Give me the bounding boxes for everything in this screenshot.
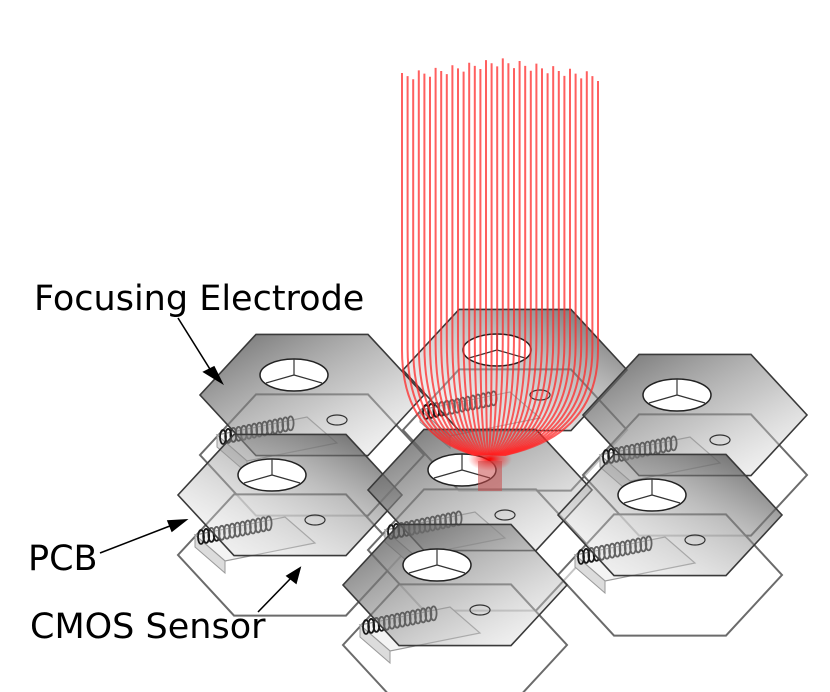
electrode-hex [176,433,404,557]
aperture-spoke [433,469,463,479]
electrode-hex [198,333,426,457]
electron-trajectory [495,63,538,456]
aperture-spoke [651,494,681,504]
electron-trajectory [429,76,480,456]
electron-trajectory [504,81,599,456]
aperture-spoke [271,474,301,484]
electron-beam [401,58,599,491]
focusing-electrode-arrow [177,317,214,375]
electron-trajectory [498,71,560,456]
aperture-spoke [676,394,706,404]
electrode-hole [709,434,731,446]
electron-trajectory [445,74,483,456]
cmos-sensor-label: CMOS Sensor [30,607,266,647]
electrode-hole [494,509,516,521]
cmos-sensor-arrowhead [285,566,302,585]
pcb-arrow [99,523,176,554]
aperture-spoke [623,494,653,504]
electrode-hex [556,453,784,577]
focusing-electrode-arrowhead [202,365,224,386]
aperture-spoke [408,564,438,574]
electrode-hex [581,353,809,477]
aperture-spoke [436,564,466,574]
label-arrows [99,317,302,613]
focusing-electrode-label: Focusing Electrode [34,279,364,319]
electron-trajectory [495,68,543,456]
electron-trajectory [494,70,532,456]
electron-trajectory [496,73,549,456]
aperture-spoke [496,349,526,359]
electron-trajectory [434,67,481,456]
cmos-sensor-side [574,553,606,595]
electron-trajectory [493,65,527,456]
electrode-hole [469,604,491,616]
aperture-spoke [648,394,678,404]
pcb-arrowhead [166,519,189,533]
electron-trajectory [440,71,482,456]
pcb-label: PCB [28,539,98,579]
electron-trajectory [497,66,555,456]
aperture-spoke [293,374,323,384]
beam-column [478,461,502,491]
aperture-spoke [243,474,273,484]
electron-trajectory [451,65,484,456]
electron-trajectory [457,68,485,456]
cmos-sensor-side [359,623,391,665]
electrode-hole [684,534,706,546]
cmos-sensor-arrow [257,576,293,613]
electrode-hole [304,514,326,526]
aperture-spoke [265,374,295,384]
cmos-sensor-side [194,533,226,575]
electrode-hole [326,414,348,426]
electrode-hex [341,523,569,647]
